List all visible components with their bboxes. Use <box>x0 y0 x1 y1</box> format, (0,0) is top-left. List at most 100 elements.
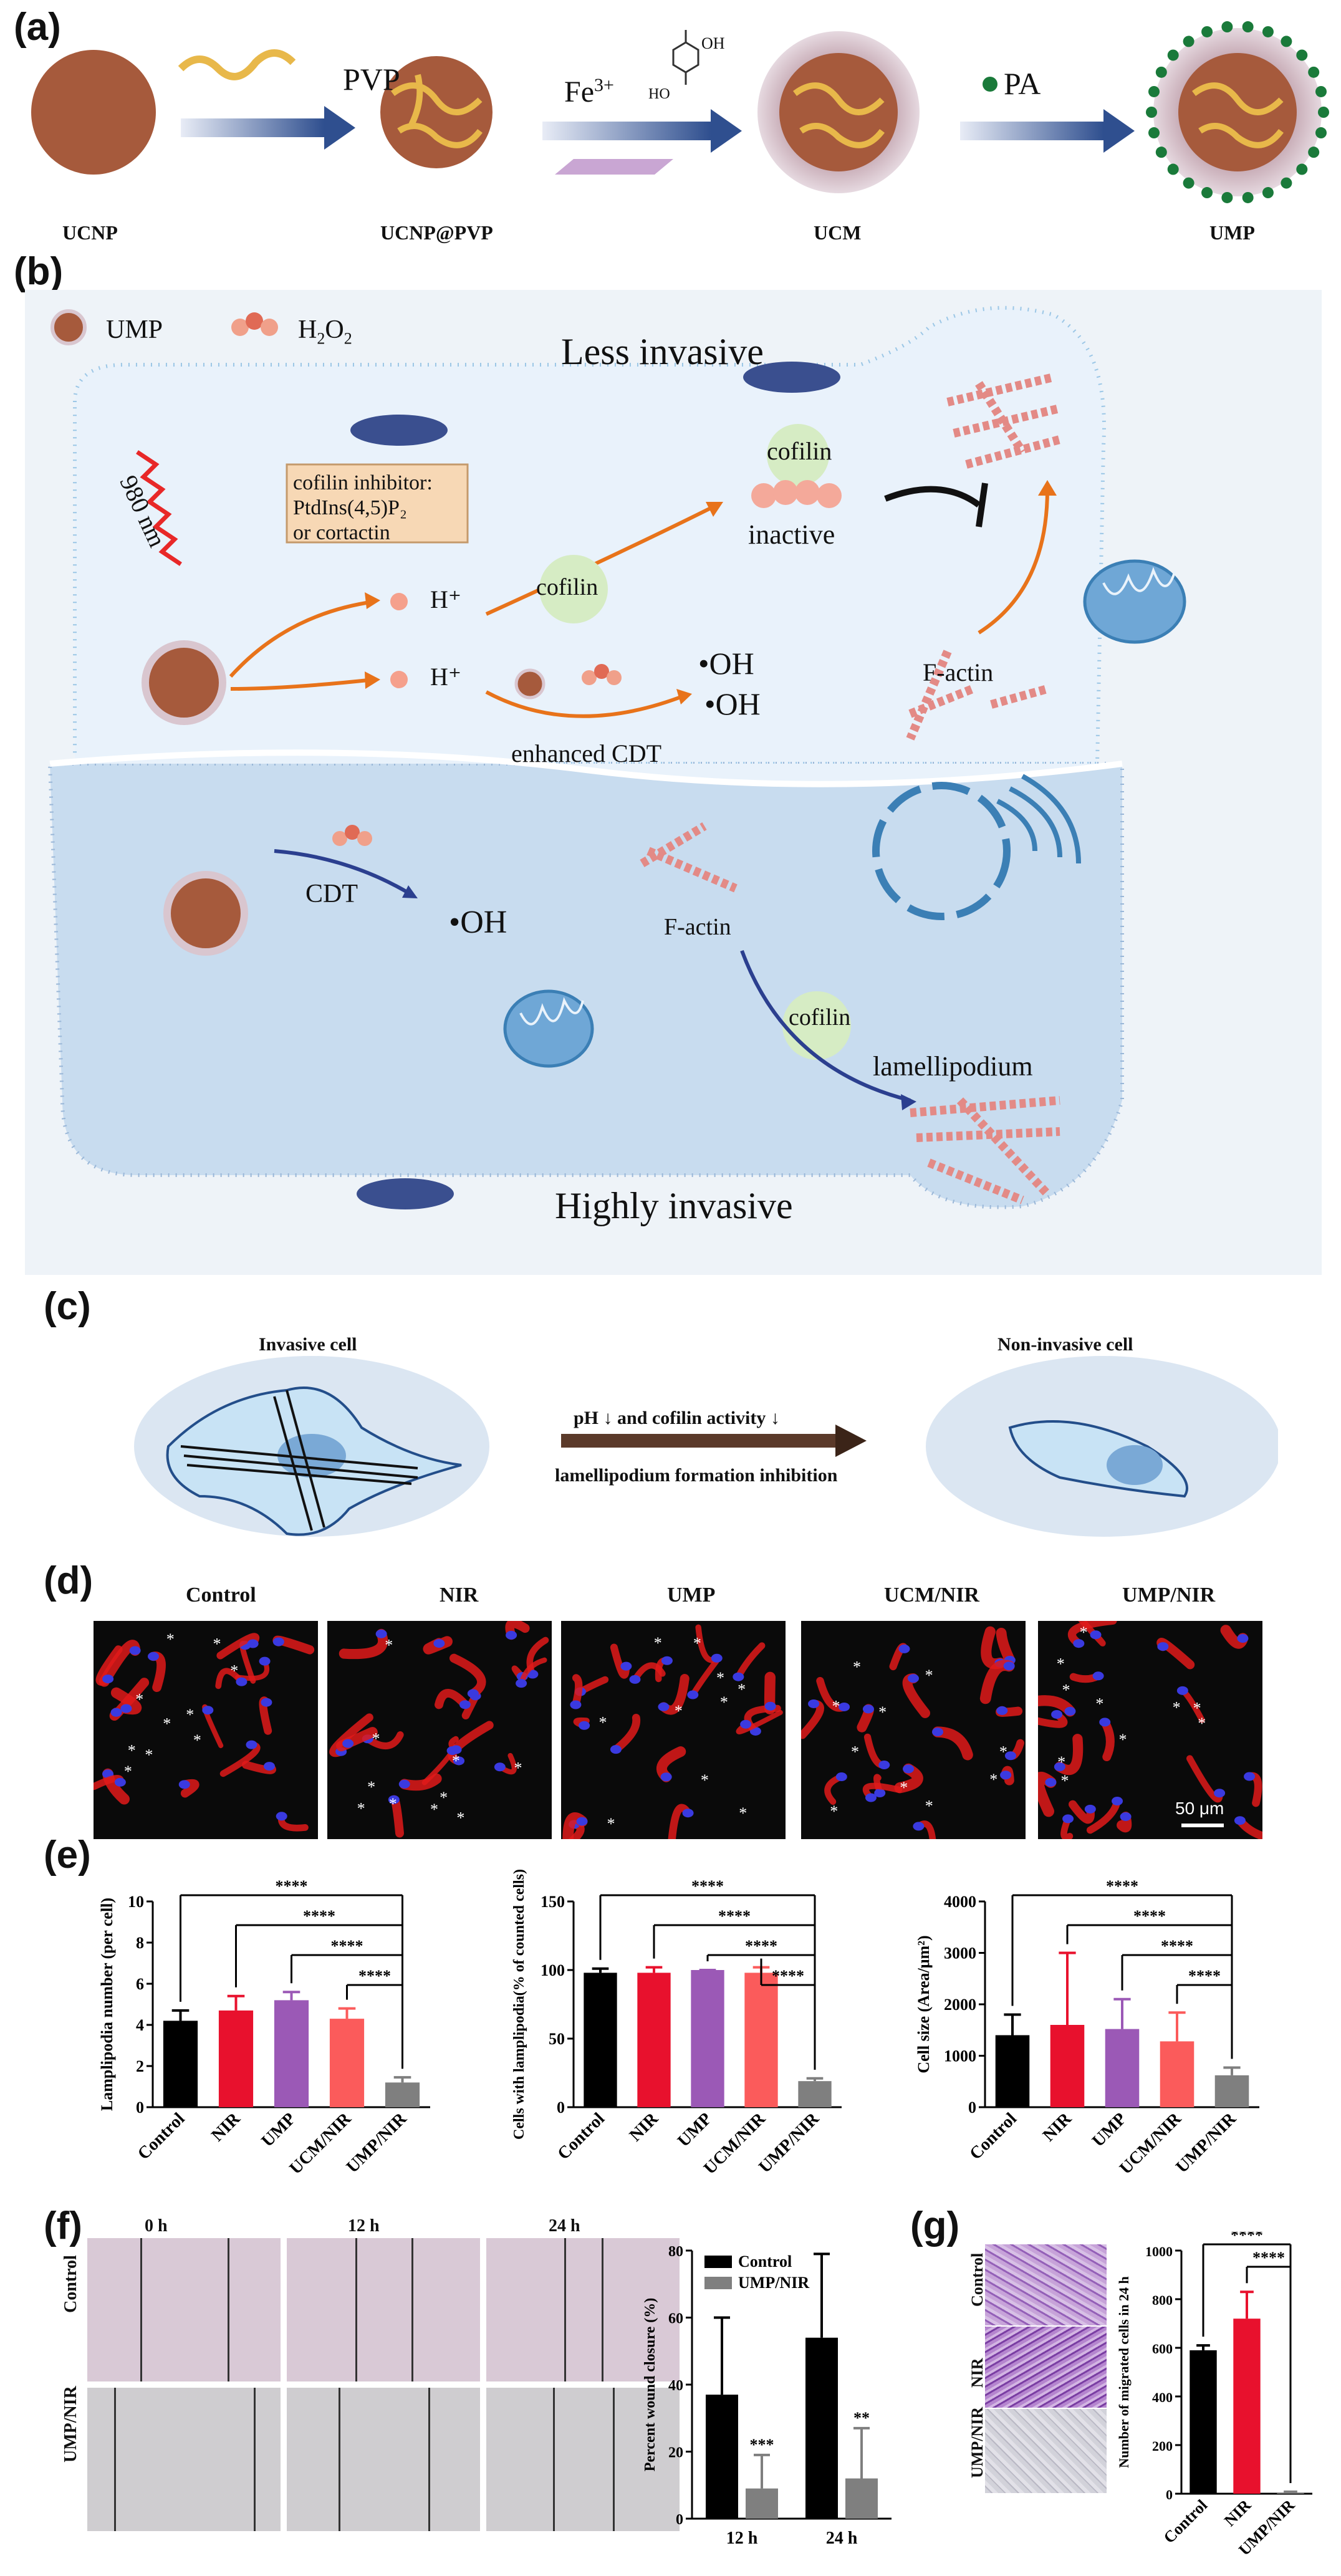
y-axis-label: Cells with lamplipodia(% of counted cell… <box>511 1869 527 2140</box>
lamellipodium-label: lamellipodium <box>873 1051 1033 1082</box>
nucleus-stain <box>459 1700 471 1709</box>
nucleus-stain <box>342 1739 354 1748</box>
lamellipodium-star: * <box>925 1666 933 1684</box>
nucleus-stain <box>114 1777 126 1787</box>
wound-edge-line <box>140 2238 142 2381</box>
lamellipodium-star: * <box>385 1636 393 1655</box>
bar-ucm-nir <box>329 2019 365 2107</box>
inhibitor-line-2: PtdIns(4,5)P₂ <box>293 496 407 519</box>
pa-surface-dot <box>1148 127 1160 139</box>
significance-stars: **** <box>1106 1877 1138 1895</box>
lamellipodium-star: * <box>878 1703 887 1721</box>
micrograph-control: ********** <box>94 1621 318 1839</box>
lamellipodium-star: * <box>186 1706 194 1724</box>
x-category-label: UMP/NIR <box>1172 2108 1240 2176</box>
actin-stain <box>690 1658 719 1698</box>
nucleus-stain <box>610 1745 622 1754</box>
y-tick-label: 6 <box>136 1975 144 1993</box>
nucleus-stain <box>1000 1771 1012 1780</box>
x-category-label: Control <box>1160 2496 1211 2547</box>
lamellipodium-star: * <box>124 1762 132 1781</box>
lamellipodium-star: * <box>163 1715 171 1733</box>
h-plus-label-1: H⁺ <box>430 585 461 613</box>
wound-edge-line <box>613 2388 615 2531</box>
actin-stain <box>801 1699 824 1739</box>
panel-label-c: (c) <box>44 1285 91 1328</box>
lamellipodium-star: * <box>720 1693 728 1711</box>
y-tick-label: 800 <box>1152 2292 1173 2308</box>
lamellipodium-star: * <box>1173 1698 1181 1716</box>
g-row-label-nir: NIR <box>968 2358 986 2388</box>
g-row-label-control: Control <box>968 2252 986 2307</box>
nucleus-stain <box>903 1764 915 1774</box>
y-tick-label: 2 <box>136 2057 144 2075</box>
lamellipodium-star: * <box>1057 1753 1065 1771</box>
oh-label-1: •OH <box>698 646 754 681</box>
significance-stars: **** <box>772 1967 804 1985</box>
y-tick-label: 60 <box>668 2311 683 2327</box>
ucm-particle <box>779 53 898 171</box>
nucleus-stain <box>576 1817 588 1826</box>
actin-stain <box>148 1651 166 1693</box>
lamellipodium-star: * <box>900 1779 908 1797</box>
pa-surface-dot <box>1183 177 1194 189</box>
nucleus-stain <box>272 1637 284 1646</box>
legend-label: UMP/NIR <box>738 2274 809 2292</box>
wound-image-ump-nir-24h <box>486 2388 680 2531</box>
nucleus-stain <box>494 1762 506 1772</box>
nucleus-stain <box>1237 1634 1249 1643</box>
nucleus-stain <box>261 1698 272 1707</box>
actin-stain <box>932 1726 973 1761</box>
lamellipodium-star: * <box>166 1630 175 1648</box>
lamellipodium-star: * <box>357 1800 365 1818</box>
actin-stain <box>979 1660 1015 1704</box>
nucleus-stain <box>865 1793 877 1802</box>
wound-image-control-12h <box>287 2238 480 2381</box>
panel-label-a: (a) <box>14 6 61 49</box>
nucleus-stain <box>1090 1630 1102 1640</box>
bar-ump-nir <box>1214 2075 1249 2107</box>
panel-a-schematic <box>31 21 1329 203</box>
inhibitor-box-text: cofilin inhibitor: PtdIns(4,5)P₂ or cort… <box>293 471 433 545</box>
f-actin-label-lower: F-actin <box>664 914 731 940</box>
nucleus-stain <box>1084 1804 1096 1814</box>
wound-edge-line <box>355 2238 357 2381</box>
significance-stars: **** <box>331 1937 363 1955</box>
actin-stain <box>610 1643 630 1679</box>
lamellipodium-star: * <box>452 1752 460 1770</box>
panel-label-g: (g) <box>910 2204 960 2247</box>
pa-surface-dot <box>1183 36 1194 47</box>
nucleus-stain <box>913 1822 925 1831</box>
lamellipodium-star: * <box>598 1713 607 1731</box>
lamellipodium-star: * <box>1060 1772 1069 1790</box>
pa-surface-dot <box>1201 26 1213 37</box>
fe-superscript: 3+ <box>594 75 614 95</box>
micrograph-ucm-nir: ********** <box>801 1621 1026 1839</box>
wound-image-control-24h <box>486 2238 680 2381</box>
actin-stain <box>1038 1711 1068 1728</box>
nucleus-stain <box>375 1629 387 1638</box>
significance-stars: *** <box>750 2436 774 2454</box>
pa-surface-dot <box>1155 66 1167 78</box>
d-group-label-ump: UMP <box>667 1584 716 1607</box>
g-row-label-ump-nir: UMP/NIR <box>968 2406 986 2478</box>
fe-label: Fe3+ <box>564 75 614 109</box>
x-category-label: NIR <box>1221 2496 1254 2530</box>
bar-control <box>1190 2350 1217 2494</box>
micrograph-ump: ********** <box>561 1621 786 1839</box>
lamellipodium-star: * <box>145 1746 153 1764</box>
lamellipodium-star: * <box>716 1669 724 1687</box>
nucleus-stain <box>516 1679 527 1688</box>
bar-control <box>706 2395 738 2519</box>
pa-surface-dot <box>1201 187 1213 199</box>
nucleus-stain <box>259 1656 271 1666</box>
nucleus-stain <box>711 1653 723 1663</box>
nucleus-stain <box>247 1639 259 1648</box>
y-axis-label: Cell size (Area/μm²) <box>915 1935 933 2073</box>
lamellipodium-star: * <box>389 1795 397 1813</box>
lamellipodium-star: * <box>654 1634 662 1652</box>
f-time-label-12h: 12 h <box>348 2216 380 2236</box>
lamellipodium-star: * <box>738 1680 746 1698</box>
f-actin-label-top: F-actin <box>923 658 994 686</box>
nucleus-stain <box>570 1700 582 1709</box>
